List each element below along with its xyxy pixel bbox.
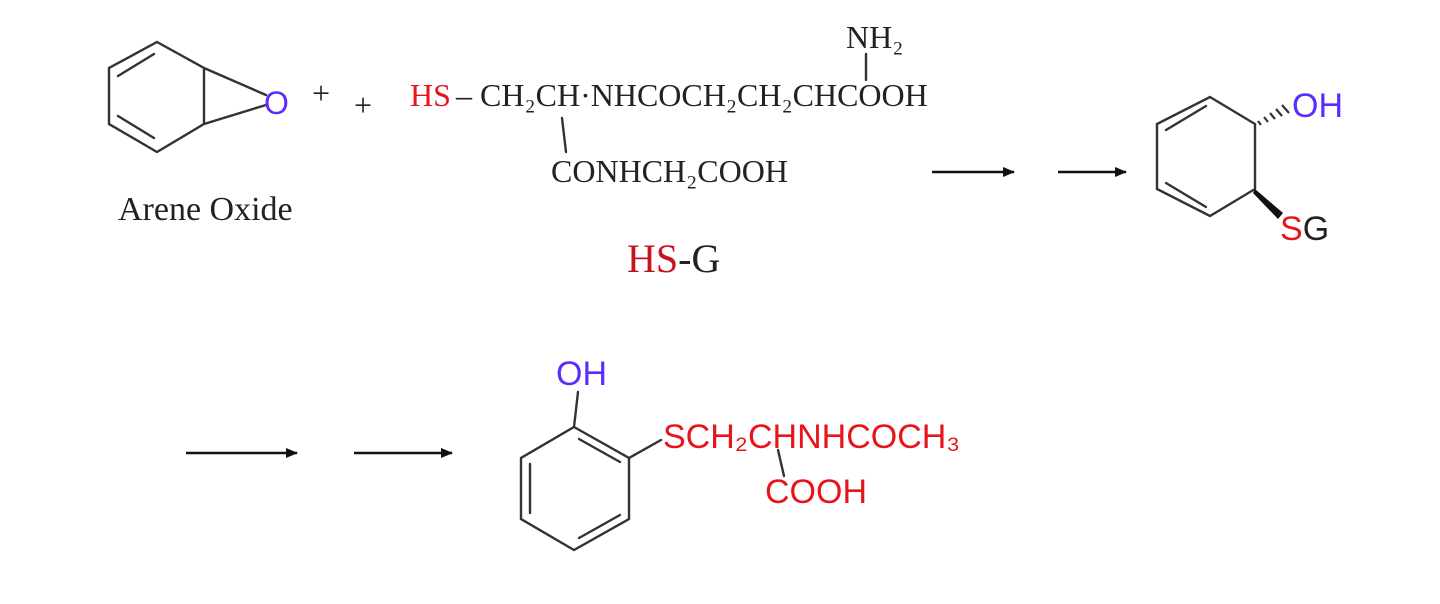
product-structure: OH SCH₂CHNHCOCH₃ COOH bbox=[519, 355, 960, 552]
product-cooh: COOH bbox=[765, 473, 867, 511]
glutathione-hs: HS bbox=[410, 77, 451, 113]
intermediate-g: G bbox=[1303, 210, 1329, 248]
intermediate-structure: OH SG bbox=[1155, 87, 1343, 248]
product-chain: SCH₂CHNHCOCH₃ bbox=[663, 418, 960, 456]
arene-oxide-structure: O bbox=[107, 40, 289, 154]
plus-sign-1: + bbox=[312, 75, 330, 111]
svg-text:SG: SG bbox=[1280, 210, 1329, 248]
svg-text:HS-G: HS-G bbox=[627, 236, 720, 281]
hs-g-hs: HS bbox=[627, 236, 678, 281]
product-oh: OH bbox=[556, 355, 607, 393]
hs-g-label: HS-G bbox=[627, 236, 720, 281]
arene-oxide-label: Arene Oxide bbox=[118, 191, 293, 228]
hs-g-g: -G bbox=[678, 236, 720, 281]
glutathione-side-chain: CONHCH₂COOH bbox=[551, 153, 788, 189]
glutathione-dash: – bbox=[455, 77, 473, 113]
glutathione-main-chain: CH₂CH·NHCOCH₂CH₂CHCOOH bbox=[480, 77, 928, 113]
intermediate-oh: OH bbox=[1292, 87, 1343, 125]
arene-oxide-oxygen: O bbox=[264, 85, 289, 121]
plus-sign-2: + bbox=[354, 87, 372, 123]
glutathione-structure: HS – CH₂CH·NHCOCH₂CH₂CHCOOH NH₂ CONHCH₂C… bbox=[410, 19, 928, 189]
glutathione-nh2: NH₂ bbox=[846, 19, 903, 55]
intermediate-s: S bbox=[1280, 210, 1303, 248]
